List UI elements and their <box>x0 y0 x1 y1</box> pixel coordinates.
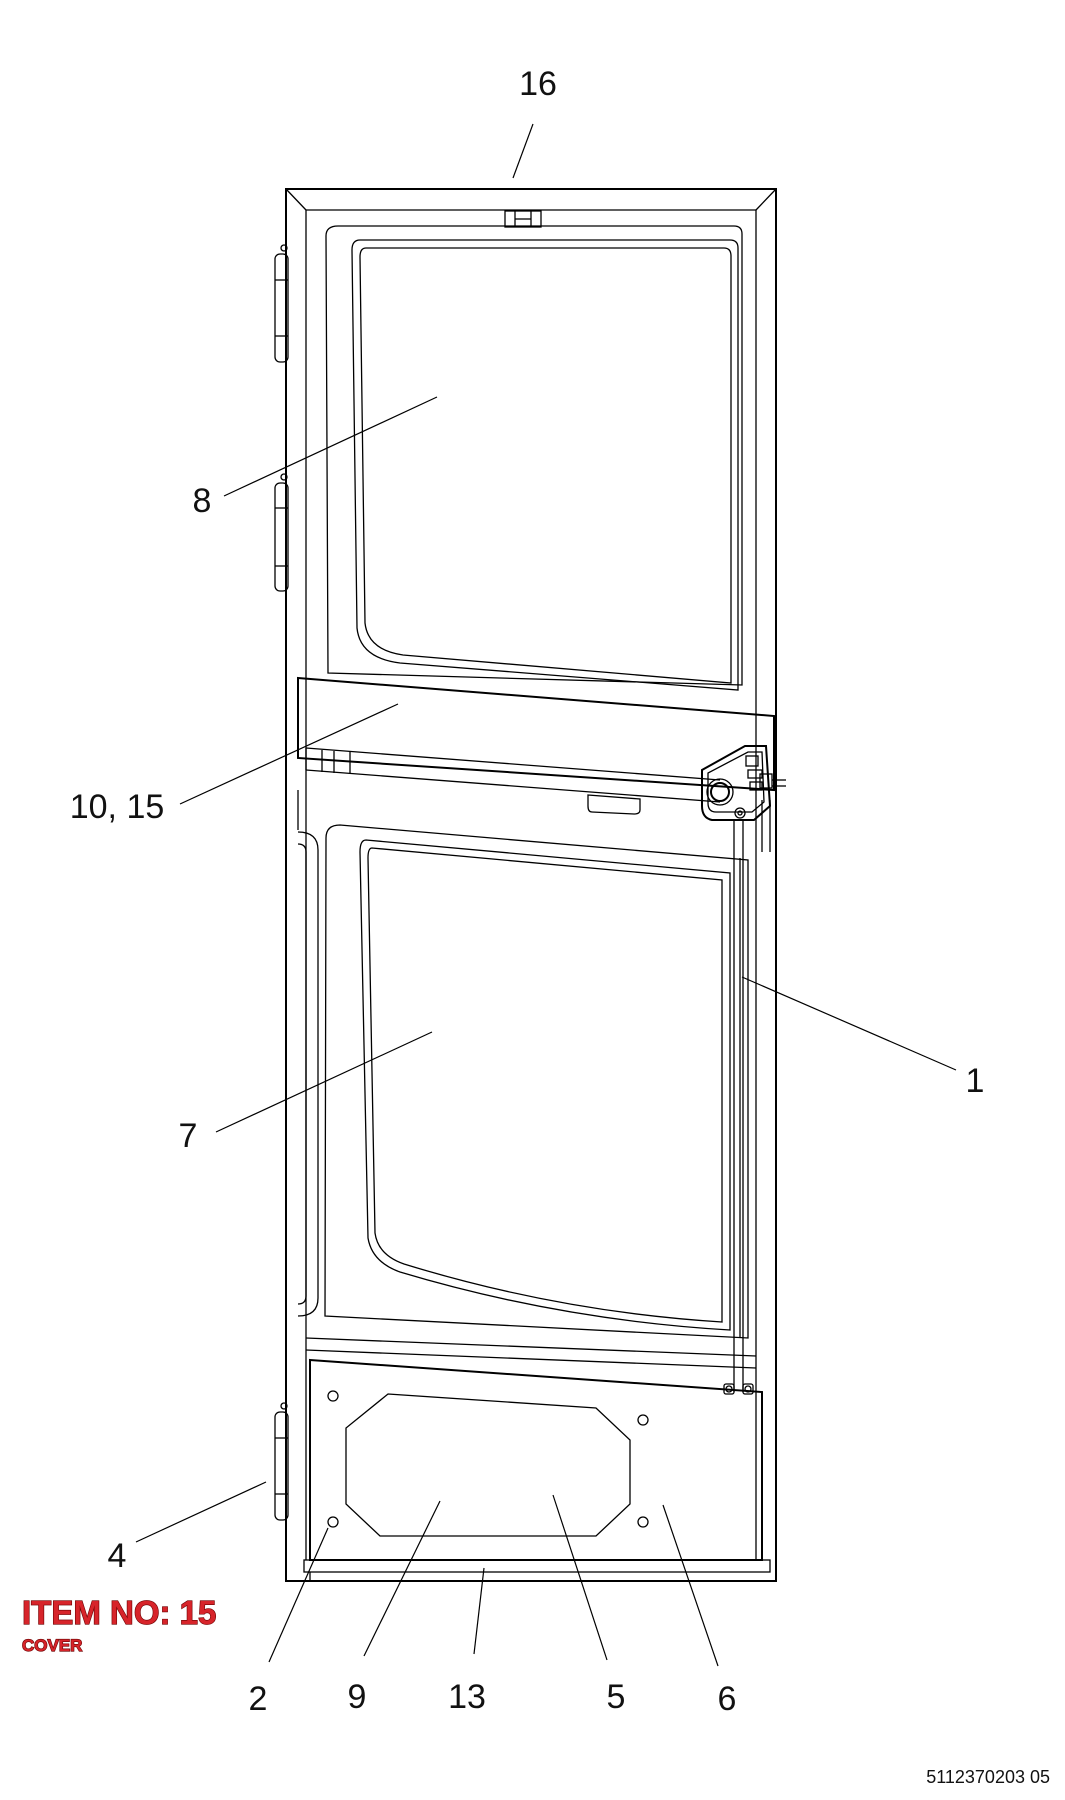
callout-2: 2 <box>249 1680 268 1718</box>
callout-8: 8 <box>193 482 212 520</box>
callout-1: 1 <box>966 1062 985 1100</box>
hinge-top <box>274 244 289 363</box>
item-stamp-subtitle: COVER <box>22 1636 82 1655</box>
grab-handle <box>297 831 319 1317</box>
item-stamp: ITEM NO: 15 COVER <box>21 1593 217 1655</box>
center-cover-rail <box>297 676 775 852</box>
callout-6: 6 <box>718 1680 737 1718</box>
callout-9: 9 <box>348 1678 367 1716</box>
upper-window <box>325 225 743 691</box>
hinge-bottom <box>274 1402 289 1521</box>
drawing-number: 5112370203 05 <box>926 1767 1050 1787</box>
latch-rod <box>723 820 754 1395</box>
callout-5: 5 <box>607 1678 626 1716</box>
item-stamp-title: ITEM NO: 15 <box>22 1594 216 1631</box>
leader-lines <box>135 123 957 1667</box>
callout-4: 4 <box>108 1537 127 1575</box>
callout-10-15: 10, 15 <box>70 788 165 826</box>
callout-16: 16 <box>519 65 557 103</box>
latch-mechanism <box>701 745 786 821</box>
callout-7: 7 <box>179 1117 198 1155</box>
lower-window <box>324 824 749 1339</box>
hinge-middle <box>274 473 289 592</box>
bottom-sill <box>303 1559 771 1580</box>
door-frame <box>285 188 777 1582</box>
callout-13: 13 <box>448 1678 486 1716</box>
bottom-panel <box>309 1358 763 1561</box>
